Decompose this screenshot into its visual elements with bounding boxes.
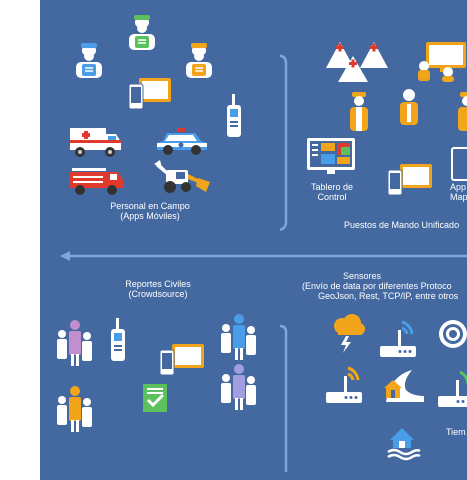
wifi-sensor-icon — [326, 364, 362, 404]
sensors-label-line3: GeoJson, Rest, TCP/IP, entre otros — [318, 291, 459, 301]
wifi-sensor-icon — [438, 368, 467, 408]
tablet-icon — [128, 78, 173, 110]
police-officer-icon — [183, 42, 215, 80]
firefighter-icon — [398, 86, 420, 126]
wifi-sensor-icon — [380, 318, 416, 358]
civil-reports-label-line1: Reportes Civiles — [125, 279, 191, 289]
field-personnel-label-line2: (Apps Móviles) — [120, 211, 180, 221]
tablet-icon — [387, 164, 434, 196]
crowd-icon — [218, 314, 260, 362]
fire-truck-icon — [70, 166, 124, 196]
checklist-icon — [140, 382, 170, 414]
police-officer-icon — [348, 92, 370, 132]
dashboard-label-line2: Control — [317, 192, 347, 202]
excavator-icon — [152, 160, 212, 194]
dashboard-icon — [307, 138, 355, 174]
apps-maps-label-line2: Map — [450, 192, 467, 202]
apps-maps-label-line1: App — [450, 182, 467, 192]
crowd-icon — [218, 364, 260, 412]
device-monitor-icon — [418, 42, 467, 82]
police-officer-icon — [456, 92, 467, 132]
civil-reports-label-line2: (Crowdsource) — [128, 289, 188, 299]
sensors-label-line2: (Envío de data por diferentes Protoco — [302, 281, 452, 291]
target-icon — [438, 318, 467, 350]
weather-label: Tiem — [446, 427, 466, 437]
storm-cloud-icon — [332, 314, 366, 354]
dashboard-label-line1: Tablero de — [310, 182, 354, 192]
field-personnel-label-line1: Personal en Campo — [110, 201, 190, 211]
ambulance-icon — [70, 126, 122, 158]
police-car-icon — [155, 128, 209, 156]
tablet-icon — [159, 344, 206, 376]
map-app-icon — [451, 147, 467, 182]
crowd-icon — [54, 386, 96, 434]
police-officer-icon — [73, 42, 105, 80]
crowd-icon — [54, 320, 96, 368]
command-posts-title: Puestos de Mando Unificado — [344, 220, 460, 230]
dividers — [60, 54, 467, 472]
radio-icon — [110, 318, 126, 362]
sensors-label-line1: Sensores — [342, 271, 382, 281]
flood-icon — [382, 366, 426, 406]
diagram-panel: Personal en Campo (Apps Móviles) — [40, 0, 467, 480]
police-officer-icon — [126, 14, 158, 52]
hospital-tent-icon — [326, 36, 410, 84]
water-wave-icon — [386, 424, 422, 461]
radio-icon — [226, 94, 242, 138]
